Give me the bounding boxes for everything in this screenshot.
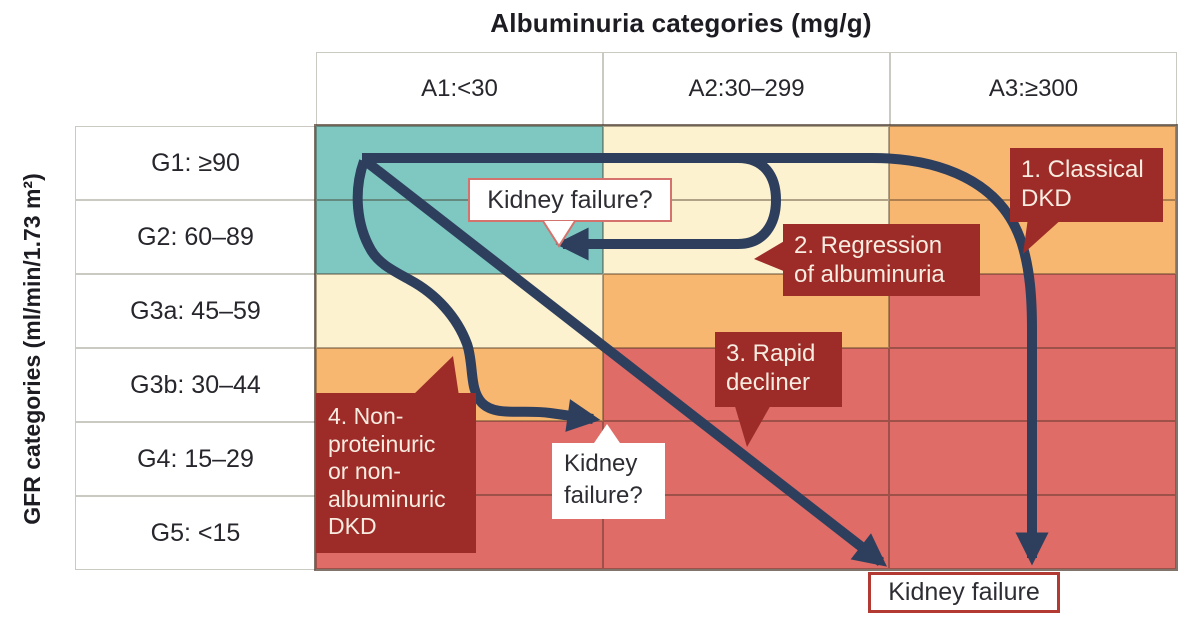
note-kidney-failure-question-lower: Kidney failure? bbox=[552, 443, 665, 519]
albuminuria-axis-title: Albuminuria categories (mg/g) bbox=[490, 8, 872, 38]
row-label-G4: G4: 15–29 bbox=[75, 422, 316, 496]
row-label-G1: G1: ≥90 bbox=[75, 126, 316, 200]
gfr-axis-title: GFR categories (ml/min/1.73 m²) bbox=[19, 173, 45, 525]
cell-G3b-A3 bbox=[889, 347, 1176, 422]
callout-classical-dkd: 1. Classical DKD bbox=[1010, 148, 1163, 222]
note-kidney-failure-question-upper: Kidney failure? bbox=[468, 178, 672, 222]
row-label-G3b: G3b: 30–44 bbox=[75, 348, 316, 422]
callout-non-proteinuric-dkd: 4. Non- proteinuric or non- albuminuric … bbox=[316, 393, 476, 553]
column-header-A2: A2:30–299 bbox=[603, 52, 890, 126]
row-label-G3a: G3a: 45–59 bbox=[75, 274, 316, 348]
albuminuria-category-header-row: A1:<30 A2:30–299 A3:≥300 bbox=[316, 52, 1177, 126]
cell-G3a-A1 bbox=[316, 273, 603, 348]
note-kidney-failure: Kidney failure bbox=[868, 572, 1060, 613]
gfr-category-label-column: G1: ≥90 G2: 60–89 G3a: 45–59 G3b: 30–44 … bbox=[75, 126, 316, 570]
cell-G5-A3 bbox=[889, 495, 1176, 569]
column-header-A1: A1:<30 bbox=[316, 52, 603, 126]
row-label-G2: G2: 60–89 bbox=[75, 200, 316, 274]
callout-regression-of-albuminuria: 2. Regression of albuminuria bbox=[783, 224, 980, 296]
column-header-A3: A3:≥300 bbox=[890, 52, 1177, 126]
row-label-G5: G5: <15 bbox=[75, 496, 316, 570]
cell-G4-A3 bbox=[889, 421, 1176, 496]
callout-rapid-decliner: 3. Rapid decliner bbox=[715, 332, 842, 407]
